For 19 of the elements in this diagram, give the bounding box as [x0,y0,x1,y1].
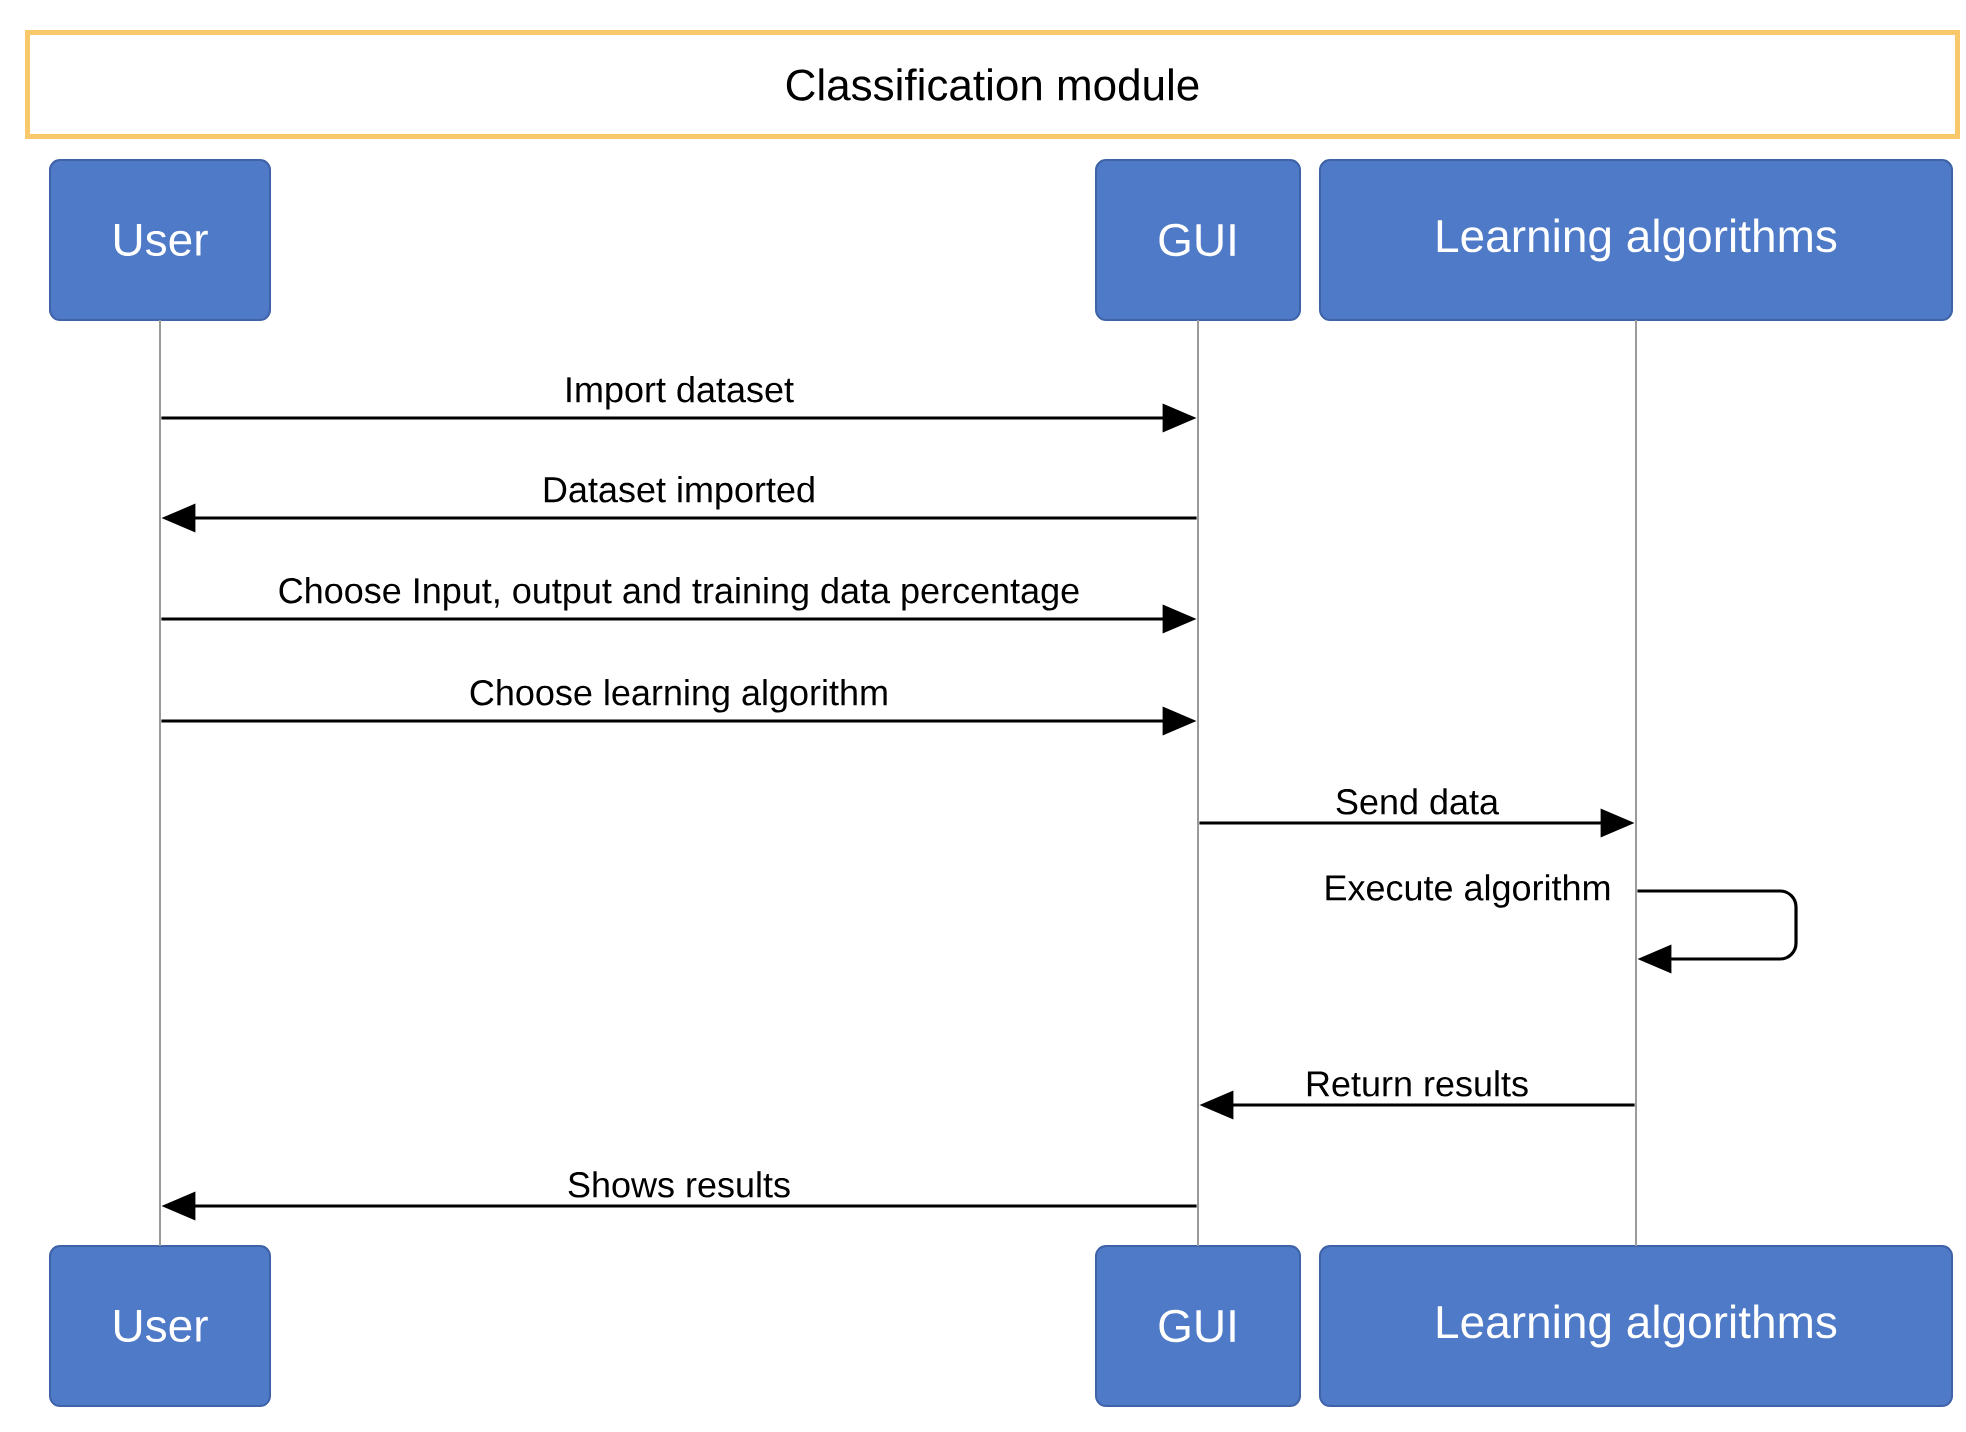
participant-box: Learning algorithms [1319,1245,1953,1407]
lifeline [1635,320,1637,1246]
edge-label: Dataset imported [544,476,814,510]
edge-label: Shows results [568,1171,790,1198]
lifeline [159,320,161,1246]
participant-box: GUI [1095,1245,1301,1407]
edge-label: Choose learning algorithm [470,679,887,713]
edge-label: Import dataset [567,376,794,410]
title-box: Classification module [25,30,1960,139]
lifeline [1197,320,1199,1246]
self-message-arrow [1637,889,1798,974]
participant-box: User [49,1245,271,1407]
participant-box: GUI [1095,159,1301,321]
edge-label: Choose Input, output and training data percentage [279,577,1079,611]
edge-label: Execute algorithm [1326,874,1610,908]
participant-box: Learning algorithms [1319,159,1953,321]
participant-box: User [49,159,271,321]
edge-label: Send data [1336,788,1499,815]
edge-label: Return results [1307,1070,1528,1097]
